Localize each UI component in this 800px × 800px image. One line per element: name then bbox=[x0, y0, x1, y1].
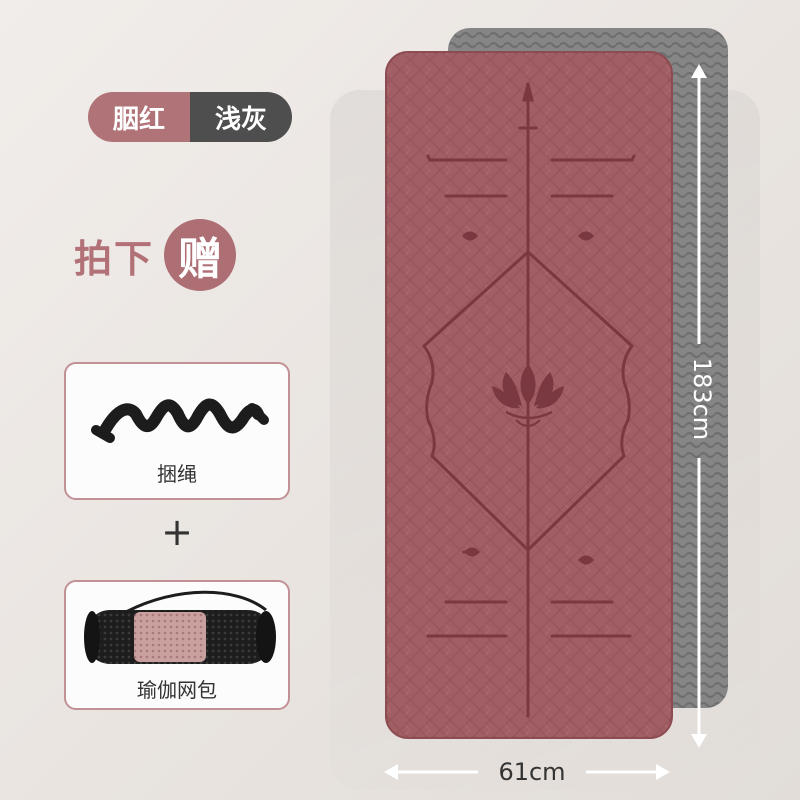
gift-label-mesh-bag: 瑜伽网包 bbox=[137, 678, 217, 702]
length-label: 183cm bbox=[688, 357, 716, 441]
lotus-icon bbox=[492, 364, 564, 427]
gift-banner-text: 拍下 bbox=[74, 236, 155, 281]
color-option-rouge[interactable]: 胭红 bbox=[88, 92, 190, 142]
length-dimension: 183cm bbox=[685, 62, 725, 752]
gift-banner: 拍下 赠 bbox=[74, 219, 237, 291]
gift-card-mesh-bag: 瑜伽网包 bbox=[64, 580, 290, 710]
plus-sign: + bbox=[161, 510, 193, 554]
mesh-bag-icon bbox=[84, 590, 276, 664]
color-option-pill[interactable]: 胭红 浅灰 bbox=[88, 92, 292, 142]
width-dimension: 61cm bbox=[382, 752, 672, 792]
gift-label-strap: 捆绳 bbox=[157, 462, 197, 486]
width-label: 61cm bbox=[498, 758, 566, 786]
color-option-light-grey[interactable]: 浅灰 bbox=[190, 92, 292, 142]
gift-badge: 赠 bbox=[164, 219, 237, 291]
gift-card-strap: 捆绳 bbox=[64, 362, 290, 500]
strap-icon bbox=[91, 398, 269, 443]
